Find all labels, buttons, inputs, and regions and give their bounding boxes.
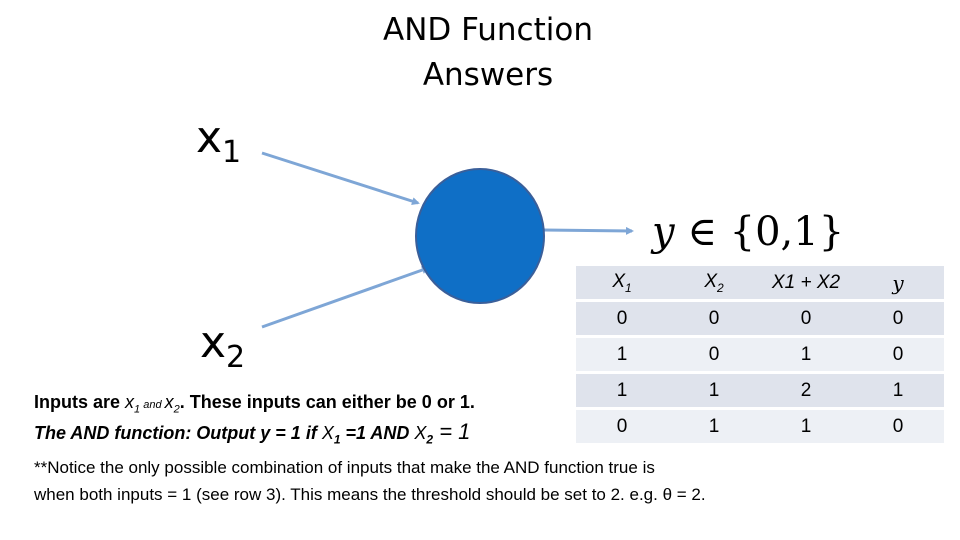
input-x1-base: x: [196, 112, 223, 163]
table-cell: 0: [668, 300, 760, 338]
input-x1-label: x1: [196, 113, 241, 178]
input-x2-sub: 2: [226, 340, 246, 375]
threshold-note-line-1: **Notice the only possible combination o…: [34, 458, 655, 477]
output-var: y: [652, 209, 675, 255]
header-x1: X1: [576, 266, 668, 302]
inputs-note-x2: x: [164, 392, 174, 412]
and-note-end: = 1: [433, 419, 471, 444]
and-note-x1-sub: 1: [333, 432, 341, 447]
title-line-1: AND Function: [383, 12, 593, 48]
header-y: y: [852, 266, 944, 302]
and-function-note: The AND function: Output y = 1 if X1 =1 …: [34, 420, 470, 452]
inputs-note-prefix: Inputs are: [34, 392, 126, 412]
table-cell: 0: [760, 300, 852, 338]
inputs-note-x1: x: [125, 392, 135, 412]
table-row: 0 0 0 0: [576, 300, 944, 338]
truth-table-header: X1 X2 X1 + X2 y: [576, 266, 944, 302]
header-x1-sub: 1: [625, 280, 632, 295]
table-cell: 0: [668, 336, 760, 374]
table-cell: 1: [668, 372, 760, 410]
table-cell: 1: [576, 336, 668, 374]
table-cell: 0: [576, 300, 668, 338]
table-cell: 0: [852, 408, 944, 446]
and-note-mid: =1 AND: [340, 423, 415, 443]
table-cell: 2: [760, 372, 852, 410]
and-note-x2-sub: 2: [426, 432, 434, 447]
header-x2: X2: [668, 266, 760, 302]
table-cell: 0: [852, 300, 944, 338]
title-line-2: Answers: [422, 57, 554, 93]
table-cell: 1: [760, 336, 852, 374]
input-arrow-x2: [261, 266, 430, 329]
and-note-x2: X: [414, 423, 427, 443]
table-cell: 0: [852, 336, 944, 374]
table-row: 1 0 1 0: [576, 336, 944, 374]
header-sum: X1 + X2: [760, 266, 852, 302]
inputs-note-rest: . These inputs can either be 0 or 1.: [179, 392, 475, 412]
inputs-note-x1-sub: 1: [134, 403, 141, 416]
inputs-note-x2-sub: 2: [173, 403, 180, 416]
threshold-note-line-2: when both inputs = 1 (see row 3). This m…: [34, 485, 706, 504]
threshold-note: **Notice the only possible combination o…: [34, 454, 706, 508]
header-x1-base: X: [612, 270, 625, 292]
page-title: AND Function Answers: [330, 8, 646, 98]
and-note-x1: X: [321, 423, 334, 443]
table-row: 0 1 1 0: [576, 408, 944, 446]
output-arrow: [542, 226, 634, 235]
input-arrow-x1: [261, 151, 420, 205]
truth-table: X1 X2 X1 + X2 y 0 0 0 0 1 0 1 0 1 1 2 1 …: [576, 266, 944, 446]
table-cell: 1: [760, 408, 852, 446]
input-x1-sub: 1: [222, 135, 242, 170]
inputs-note: Inputs are x1 and x2. These inputs can e…: [34, 390, 475, 422]
table-cell: 1: [668, 408, 760, 446]
output-label: y ∈ {0,1}: [652, 204, 844, 260]
header-x2-sub: 2: [717, 280, 724, 295]
table-cell: 1: [852, 372, 944, 410]
output-set: ∈ {0,1}: [687, 209, 845, 255]
input-x2-base: x: [200, 317, 227, 368]
and-note-prefix: The AND function: Output y = 1 if: [34, 423, 322, 443]
table-cell: 1: [576, 372, 668, 410]
input-x2-label: x2: [200, 318, 245, 383]
table-row: 1 1 2 1: [576, 372, 944, 410]
neuron-circle: [415, 168, 545, 304]
inputs-note-and: and: [140, 399, 165, 411]
header-x2-base: X: [704, 270, 717, 292]
table-cell: 0: [576, 408, 668, 446]
